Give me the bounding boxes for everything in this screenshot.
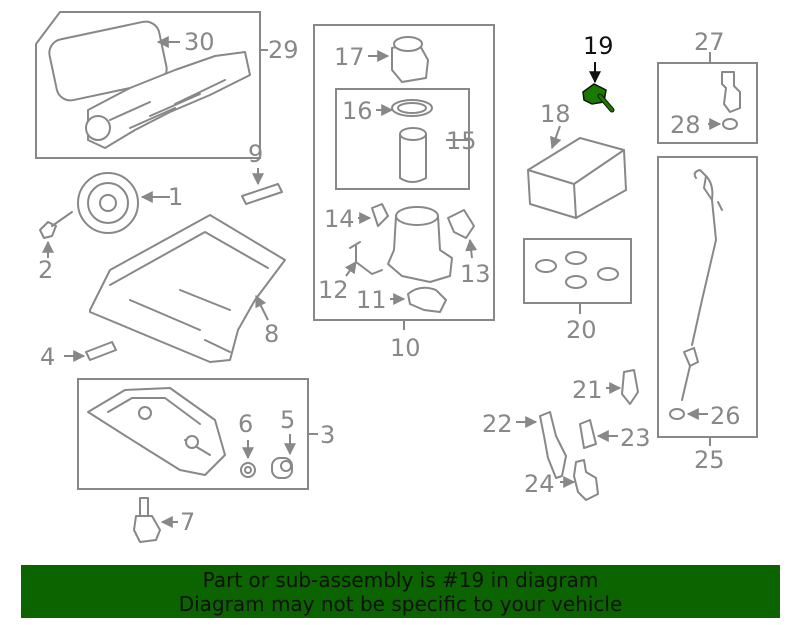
intake-cover-group: 30 29 [35,11,299,159]
callout-28: 28 [670,111,701,139]
callout-9: 9 [248,140,263,168]
callout-7: 7 [180,508,195,536]
callout-30: 30 [184,28,215,56]
oil-cooler-group: 18 [527,100,627,219]
dipstick-part [691,169,717,346]
callout-2: 2 [38,256,53,284]
tube-4-group: 4 [40,341,117,371]
dipstick-box [657,156,758,438]
callout-21: 21 [572,376,603,404]
filter-element-part [399,133,427,183]
highlighted-bolt-19-group: 19 [582,32,615,113]
part-27-part [721,71,741,113]
sleeve-9-part [241,183,283,205]
callout-29: 29 [268,36,299,64]
bolt-2-group: 2 [38,211,73,284]
part-7-group: 7 [133,497,195,543]
seal-26-part [669,408,685,420]
callout-11: 11 [356,286,387,314]
callout-1: 1 [168,183,183,211]
callout-16: 16 [342,97,373,125]
callout-25: 25 [694,446,725,474]
intake-manifold-part [87,51,251,149]
seal-20-c [565,275,587,289]
callout-18: 18 [540,100,571,128]
oil-pan-lower-part [87,387,226,476]
callout-6: 6 [238,410,253,438]
parts-diagram: 30 29 1 2 9 8 4 [35,11,758,543]
pipe-12-part [349,241,383,275]
seal-kit-box [523,238,632,304]
oil-pan-lower-group: 6 5 3 [77,378,335,490]
gasket-11-part [407,286,447,313]
engine-cover-part [48,20,168,102]
callout-5: 5 [280,406,295,434]
dipstick-group: 26 25 [657,156,758,474]
sensor-23-group: 23 [579,419,651,452]
sensor-21-part [621,369,639,405]
callout-15: 15 [446,127,477,155]
callout-24: 24 [524,470,555,498]
callout-3: 3 [320,421,335,449]
seal-20-a [535,259,557,273]
callout-23: 23 [620,424,651,452]
oil-cooler-part [527,137,627,219]
callout-12: 12 [318,276,349,304]
part-7-part [139,497,149,517]
callout-4: 4 [40,343,55,371]
oil-pan-upper-part [89,214,286,363]
sensor-24-part [573,459,599,501]
callout-13: 13 [460,260,491,288]
notice-banner: Part or sub-assembly is #19 in diagram D… [21,565,780,618]
intake-group-box [35,11,261,159]
callout-14: 14 [324,205,355,233]
crank-pulley-group: 1 [77,172,183,234]
bracket-13-part [447,209,475,239]
callout-19: 19 [583,32,614,60]
callout-10: 10 [390,334,421,362]
callout-17: 17 [334,43,365,71]
seal-kit-group: 20 [523,238,632,344]
oil-pan-upper-group: 8 [89,214,286,363]
callout-26: 26 [710,402,741,430]
sleeve-9-group: 9 [241,140,283,205]
part-22-group: 22 [482,410,567,479]
bolt-14-part [371,203,389,227]
sensor-21-group: 21 [572,369,639,405]
part-22-part [539,411,567,479]
callout-20: 20 [566,316,597,344]
tube-4-part [85,341,117,361]
part-27-group: 28 27 [657,28,758,144]
sensor-24-group: 24 [524,459,599,501]
callout-27: 27 [694,28,725,56]
oil-filter-housing-group: 17 16 15 14 13 12 11 10 [313,24,495,362]
seal-20-b [565,251,587,265]
sensor-23-part [579,419,597,449]
seal-20-d [597,267,619,281]
callout-8: 8 [264,320,279,348]
callout-22: 22 [482,410,513,438]
banner-line-2: Diagram may not be specific to your vehi… [178,591,623,616]
banner-line-1: Part or sub-assembly is #19 in diagram [202,567,599,592]
part-27-box [657,62,758,144]
washer-28-part [722,118,738,130]
